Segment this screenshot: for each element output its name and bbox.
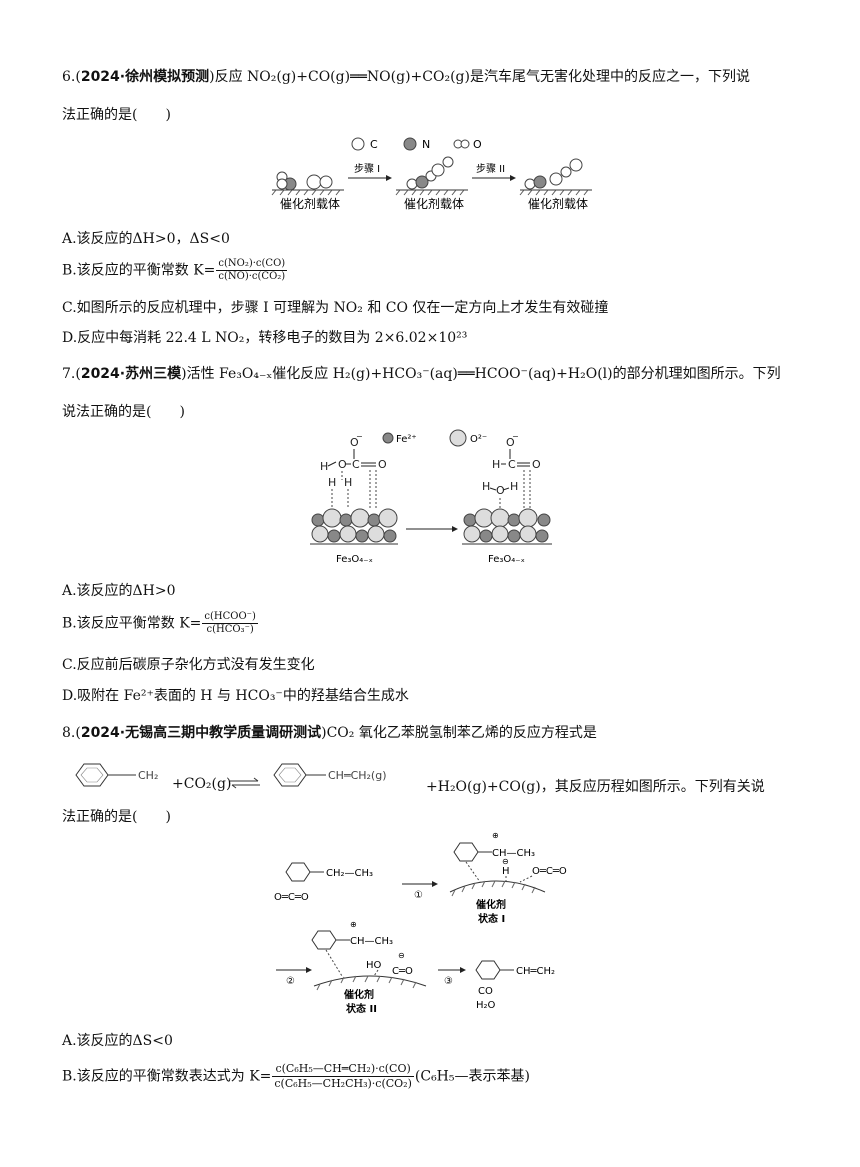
q8-stem-line1: 8.(2024·无锡高三期中教学质量调研测试)CO₂ 氧化乙苯脱氢制苯乙烯的反应… — [62, 725, 597, 741]
svg-text:CH—CH₃: CH—CH₃ — [492, 848, 535, 859]
svg-text:H: H — [320, 460, 328, 473]
q8-stem-line2: 法正确的是( ) — [62, 809, 171, 825]
svg-text:催化剂: 催化剂 — [344, 988, 374, 1001]
svg-text:−: − — [356, 432, 363, 441]
svg-text:Fe²⁺: Fe²⁺ — [396, 434, 417, 445]
q8-source: 2024·无锡高三期中教学质量调研测试 — [80, 725, 322, 741]
q8-mechanism-figure: CH₂—CH₃ O═C═O ① ⊕ CH—CH₃ ⊖ H O═C═O 催化剂 状… — [274, 831, 567, 1015]
svg-text:⊖: ⊖ — [398, 951, 405, 960]
q6-panel-1: 催化剂载体 — [271, 171, 344, 211]
svg-text:CH═CH₂(g): CH═CH₂(g) — [328, 769, 387, 782]
svg-text:CH═CH₂: CH═CH₂ — [516, 966, 555, 977]
svg-text:⊕: ⊕ — [350, 920, 357, 929]
q7-stem-line1: 7.(2024·苏州三模)活性 Fe₃O₄₋ₓ催化反应 H₂(g)+HCO₃⁻(… — [62, 366, 781, 382]
svg-text:O: O — [506, 436, 515, 449]
svg-text:C═O: C═O — [392, 966, 413, 977]
q8-b-fraction: c(C₆H₅—CH═CH₂)·c(CO)c(C₆H₅—CH₂CH₃)·c(CO₂… — [272, 1062, 414, 1090]
q8-equation-benzene-1: CH₂ — [75, 763, 158, 787]
svg-text:Fe₃O₄₋ₓ: Fe₃O₄₋ₓ — [336, 554, 373, 565]
svg-text:H: H — [344, 476, 352, 489]
q7-stem-line2: 说法正确的是( ) — [62, 404, 185, 420]
q7-surface-left: Fe₃O₄₋ₓ — [310, 508, 398, 565]
svg-text:②: ② — [286, 976, 295, 987]
svg-text:O═C═O: O═C═O — [532, 866, 567, 877]
q7-option-b: B.该反应平衡常数 K=c(HCOO⁻)c(HCO₃⁻) — [62, 611, 258, 635]
q7-source: 2024·苏州三模 — [80, 366, 182, 382]
svg-text:O: O — [473, 138, 482, 151]
svg-text:①: ① — [414, 890, 423, 901]
q8-eq-tail: +H₂O(g)+CO(g)，其反应历程如图所示。下列有关说 — [426, 779, 765, 795]
svg-text:C: C — [508, 458, 516, 471]
q7-surface-right: Fe₃O₄₋ₓ — [462, 508, 552, 565]
q6-option-b: B.该反应的平衡常数 K=c(NO₂)·c(CO)c(NO)·c(CO₂) — [62, 258, 288, 282]
q6-option-d: D.反应中每消耗 22.4 L NO₂，转移电子的数目为 2×6.02×10²³ — [62, 330, 468, 346]
q6-option-a: A.该反应的ΔH>0，ΔS<0 — [62, 231, 230, 247]
svg-text:催化剂: 催化剂 — [476, 898, 506, 911]
q7-b-fraction: c(HCOO⁻)c(HCO₃⁻) — [202, 611, 258, 635]
svg-text:⊕: ⊕ — [492, 831, 499, 840]
svg-text:催化剂载体: 催化剂载体 — [280, 196, 340, 211]
q6-source: 2024·徐州模拟预测 — [80, 69, 210, 85]
q7-option-a: A.该反应的ΔH>0 — [62, 583, 176, 599]
svg-text:C: C — [352, 458, 360, 471]
q6-b-fraction: c(NO₂)·c(CO)c(NO)·c(CO₂) — [216, 258, 288, 282]
q8-equation-benzene-2: CH═CH₂(g) — [273, 763, 387, 787]
svg-text:H: H — [482, 480, 490, 493]
q6-stem-line2: 法正确的是( ) — [62, 107, 171, 123]
svg-text:H: H — [492, 458, 500, 471]
svg-text:Fe₃O₄₋ₓ: Fe₃O₄₋ₓ — [488, 554, 525, 565]
svg-text:状态 II: 状态 II — [346, 1002, 377, 1015]
svg-text:O²⁻: O²⁻ — [470, 434, 487, 445]
svg-text:CH—CH₃: CH—CH₃ — [350, 936, 393, 947]
q7-option-c: C.反应前后碳原子杂化方式没有发生变化 — [62, 657, 315, 673]
svg-text:O═C═O: O═C═O — [274, 892, 309, 903]
q8-option-a: A.该反应的ΔS<0 — [62, 1033, 173, 1049]
svg-text:−: − — [512, 432, 519, 441]
svg-text:N: N — [422, 138, 430, 151]
svg-text:催化剂载体: 催化剂载体 — [528, 196, 588, 211]
q6-panel-3: 催化剂载体 — [519, 158, 592, 211]
svg-text:HO: HO — [366, 960, 382, 971]
svg-text:H₂O: H₂O — [476, 1000, 496, 1011]
q6-stem-line1: 6.(2024·徐州模拟预测)反应 NO₂(g)+CO(g)══NO(g)+CO… — [62, 69, 750, 85]
svg-text:⊖: ⊖ — [502, 857, 509, 866]
svg-text:CH₂: CH₂ — [138, 769, 158, 782]
svg-text:O: O — [378, 458, 387, 471]
q7-option-d: D.吸附在 Fe²⁺表面的 H 与 HCO₃⁻中的羟基结合生成水 — [62, 688, 409, 704]
q8-option-b: B.该反应的平衡常数表达式为 K=c(C₆H₅—CH═CH₂)·c(CO)c(C… — [62, 1062, 530, 1090]
q6-option-c: C.如图所示的反应机理中，步骤 I 可理解为 NO₂ 和 CO 仅在一定方向上才… — [62, 300, 609, 316]
svg-text:H: H — [502, 866, 510, 877]
svg-text:O: O — [496, 484, 505, 497]
q6-figure: C N O 催化剂载体 步骤 I 催化剂载体 步骤 II — [271, 137, 592, 211]
equilibrium-arrow-icon — [230, 777, 260, 789]
svg-text:③: ③ — [444, 976, 453, 987]
svg-text:O: O — [338, 458, 347, 471]
svg-text:H: H — [328, 476, 336, 489]
svg-text:H: H — [510, 480, 518, 493]
svg-text:O: O — [532, 458, 541, 471]
svg-text:C: C — [370, 138, 378, 151]
q6-panel-2: 催化剂载体 — [395, 156, 468, 211]
svg-text:CO: CO — [478, 986, 493, 997]
svg-text:O: O — [350, 436, 359, 449]
svg-text:状态 I: 状态 I — [478, 912, 505, 925]
svg-text:步骤 II: 步骤 II — [476, 163, 505, 175]
svg-text:催化剂载体: 催化剂载体 — [404, 196, 464, 211]
q8-eq-mid: +CO₂(g) — [172, 776, 232, 792]
svg-text:CH₂—CH₃: CH₂—CH₃ — [326, 868, 373, 879]
svg-text:步骤 I: 步骤 I — [354, 163, 380, 175]
